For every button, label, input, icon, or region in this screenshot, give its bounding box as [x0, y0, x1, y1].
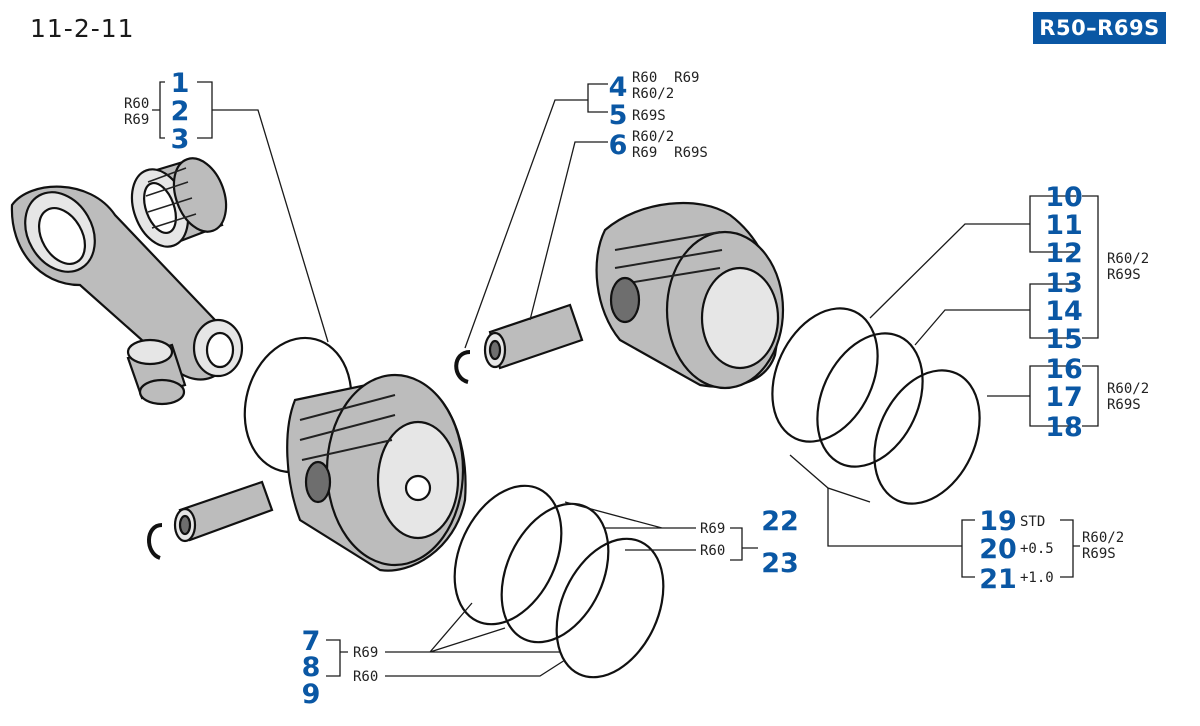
- page-number: 11-2-11: [30, 14, 135, 43]
- label-part-22: R69: [700, 521, 725, 537]
- label-part-7-8: R69: [353, 645, 378, 661]
- part-number-23: 23: [761, 548, 799, 579]
- label-group-10-15-b: R69S: [1107, 267, 1141, 283]
- part-number-12: 12: [1045, 238, 1083, 269]
- circlip-right: [454, 350, 471, 384]
- part-number-17: 17: [1045, 382, 1083, 413]
- label-part-4-a: R60 R69: [632, 70, 699, 86]
- label-part-9: R60: [353, 669, 378, 685]
- label-group-10-15-a: R60/2: [1107, 251, 1149, 267]
- part-number-21: 21: [979, 564, 1017, 595]
- part-number-19: 19: [979, 506, 1017, 537]
- label-part-20: +0.5: [1020, 541, 1054, 557]
- wrist-pin-right: [483, 303, 584, 370]
- part-number-18: 18: [1045, 412, 1083, 443]
- model-range-badge: R50–R69S: [1033, 12, 1166, 44]
- part-number-2: 2: [171, 96, 190, 127]
- part-number-8: 8: [302, 652, 321, 683]
- wrist-pin-left: [173, 480, 274, 543]
- part-number-1: 1: [171, 68, 190, 99]
- small-end-bushing: [126, 338, 187, 406]
- label-group-1-3-b: R69: [124, 112, 149, 128]
- part-number-16: 16: [1045, 354, 1083, 385]
- part-number-13: 13: [1045, 268, 1083, 299]
- label-part-23: R60: [700, 543, 725, 559]
- part-number-3: 3: [171, 124, 190, 155]
- label-group-16-18-b: R69S: [1107, 397, 1141, 413]
- circlip-left: [147, 523, 163, 560]
- connecting-rod: [10, 185, 244, 381]
- piston-left: [286, 373, 467, 572]
- label-group-19-21-b: R69S: [1082, 546, 1116, 562]
- label-part-4-b: R60/2: [632, 86, 674, 102]
- piston-rings-right-stack: [771, 307, 981, 505]
- label-group-19-21-a: R60/2: [1082, 530, 1124, 546]
- part-number-7: 7: [302, 626, 321, 657]
- label-part-6-b: R69 R69S: [632, 145, 708, 161]
- part-number-22: 22: [761, 506, 799, 537]
- part-numbers: 1 2 3 4 5 6 7 8 9 10 11 12 13 14 15 16 1…: [171, 68, 1083, 710]
- leader-lines: [152, 81, 1099, 677]
- piston-rings-left-stack: [453, 484, 665, 679]
- label-part-5: R69S: [632, 108, 666, 124]
- part-number-9: 9: [302, 679, 321, 710]
- part-number-20: 20: [979, 534, 1017, 565]
- part-number-15: 15: [1045, 324, 1083, 355]
- label-group-16-18-a: R60/2: [1107, 381, 1149, 397]
- part-number-11: 11: [1045, 210, 1083, 241]
- label-part-6-a: R60/2: [632, 129, 674, 145]
- part-number-5: 5: [609, 100, 628, 131]
- part-number-14: 14: [1045, 296, 1083, 327]
- part-number-4: 4: [609, 72, 628, 103]
- model-labels: R60 R69 R60 R69 R60/2 R69S R60/2 R69 R69…: [124, 70, 1149, 685]
- part-number-6: 6: [609, 130, 628, 161]
- part-number-10: 10: [1045, 182, 1083, 213]
- label-group-1-3-a: R60: [124, 96, 149, 112]
- needle-bearing: [130, 157, 228, 248]
- piston-right: [595, 201, 785, 390]
- label-part-19: STD: [1020, 514, 1045, 530]
- label-part-21: +1.0: [1020, 570, 1054, 586]
